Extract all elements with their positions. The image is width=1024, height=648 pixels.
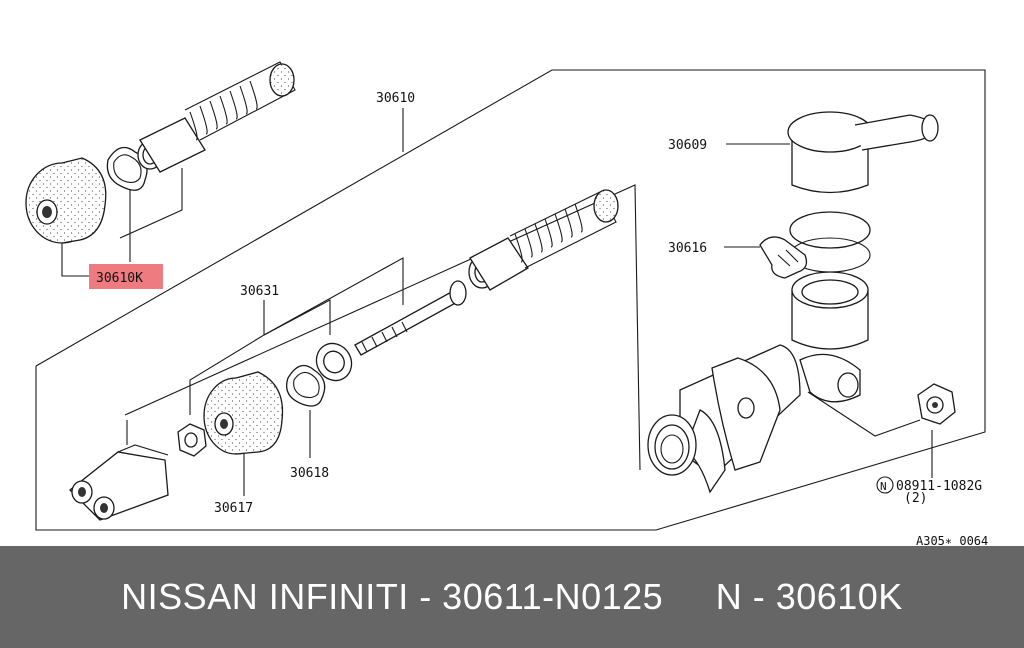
push-rod (354, 280, 467, 356)
label-30631: 30631 (240, 284, 279, 299)
washer (315, 342, 353, 382)
highlight-30610k (89, 264, 163, 289)
label-30610: 30610 (376, 91, 415, 106)
label-30616: 30616 (668, 241, 707, 256)
bolt-prefix-circle (876, 476, 894, 494)
label-30618: 30618 (290, 466, 329, 481)
retaining-clip (759, 236, 808, 279)
lock-nut (177, 423, 207, 457)
seal-ring-small (106, 146, 148, 191)
leader-lines (61, 108, 933, 496)
parts-diagram: 30610 30610K 30631 30609 30616 30618 306… (25, 61, 988, 546)
label-30610k: 30610K (96, 271, 143, 286)
piston-spring (468, 189, 619, 291)
master-cylinder-body (647, 271, 869, 494)
banner-text: NISSAN INFINITI - 30611-N0125 N - 30610K (121, 576, 903, 617)
reservoir-cap (787, 111, 939, 194)
assembly-frame (35, 69, 986, 531)
label-bolt-prefix: N (880, 480, 887, 493)
snap-ring (285, 364, 326, 407)
label-30617: 30617 (214, 501, 253, 516)
dust-boot-small (25, 157, 107, 244)
pushrod-clevis (69, 444, 169, 521)
label-30609: 30609 (668, 138, 707, 153)
kit-frame (124, 184, 641, 471)
mounting-bolt (917, 383, 956, 425)
label-bolt-number: 08911-1082G (896, 479, 982, 494)
part-number-banner: NISSAN INFINITI - 30611-N0125 N - 30610K (0, 546, 1024, 648)
label-bolt-qty: (2) (904, 491, 927, 506)
dust-boot (203, 371, 284, 455)
reservoir-ring (789, 211, 871, 273)
label-ref-code: A305∗ 0064 (916, 534, 988, 546)
piston-spring-small (137, 61, 296, 173)
